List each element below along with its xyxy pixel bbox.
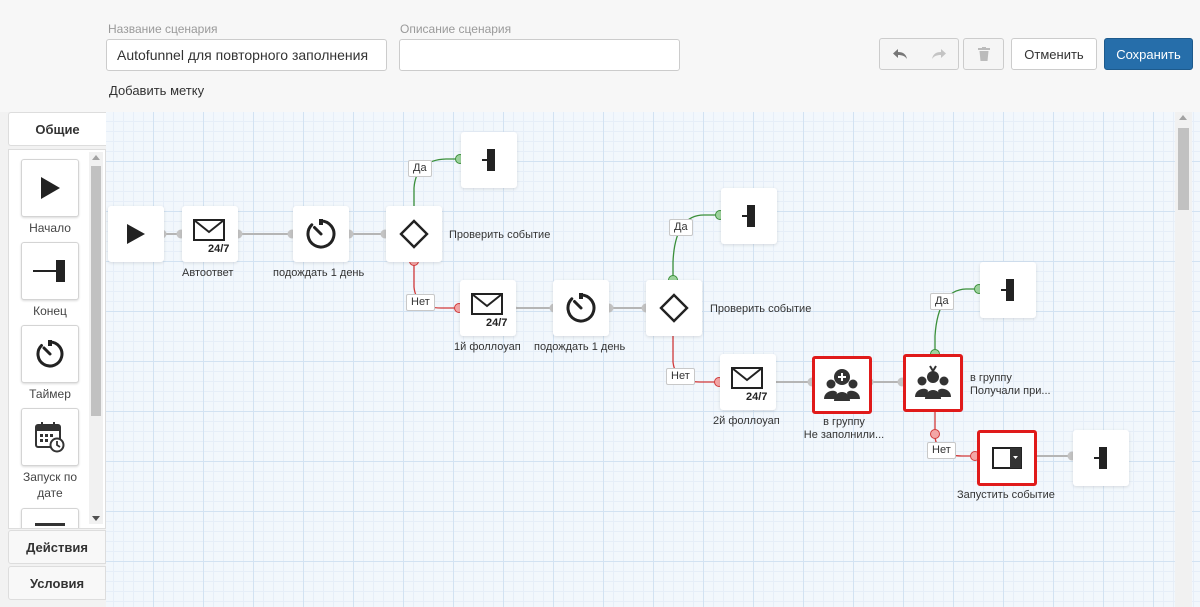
mail-icon (731, 367, 763, 389)
check-event-node-1[interactable] (386, 206, 442, 262)
undo-icon (892, 49, 907, 59)
canvas-scrollbar[interactable] (1175, 112, 1192, 607)
palette-item-next[interactable] (21, 508, 79, 528)
autoresponder-node[interactable]: 24/7 (182, 206, 238, 262)
palette-label-end: Конец (33, 304, 67, 318)
wait-node-2[interactable] (553, 280, 609, 336)
launch-event-label: Запустить событие (957, 489, 1055, 501)
scroll-up-icon[interactable] (92, 155, 100, 160)
end-icon (1094, 447, 1107, 469)
save-button[interactable]: Сохранить (1104, 38, 1193, 70)
scenario-name-input[interactable]: Autofunnel для повторного заполнения (106, 39, 387, 71)
yes-branch-label-3: Да (930, 293, 954, 310)
end-icon (742, 205, 755, 227)
scenario-name-label: Название сценария (108, 22, 218, 36)
end-node-1[interactable] (461, 132, 517, 188)
check-event-node-2[interactable] (646, 280, 702, 336)
end-node-4[interactable] (1073, 430, 1129, 486)
add-to-group-label-line2: Не заполнили... (803, 429, 885, 441)
check-group-node[interactable] (903, 354, 963, 412)
trash-icon (977, 47, 990, 61)
scroll-down-icon[interactable] (92, 516, 100, 521)
end-node-2[interactable] (721, 188, 777, 244)
add-to-group-node[interactable] (812, 356, 872, 414)
followup-node-1[interactable]: 24/7 (460, 280, 516, 336)
tab-general[interactable]: Общие (8, 112, 106, 146)
mail-badge: 24/7 (208, 243, 230, 255)
check-group-label-line1: в группу (970, 372, 1012, 384)
timer-icon (306, 219, 336, 249)
undo-button[interactable] (879, 38, 920, 70)
condition-diamond-icon (659, 293, 689, 323)
autoresponder-label: Автоответ (182, 267, 234, 279)
no-branch-label-1: Нет (406, 294, 435, 311)
wait-label-1: подождать 1 день (273, 267, 365, 279)
launch-event-node[interactable] (977, 430, 1037, 486)
wait-label-2: подождать 1 день (534, 341, 626, 353)
check-event-label-2: Проверить событие (710, 303, 812, 315)
add-to-group-label: в группу Не заполнили... (794, 416, 894, 442)
scenario-header: Название сценария Autofunnel для повторн… (0, 0, 1200, 112)
scenario-description-label: Описание сценария (400, 22, 512, 36)
scroll-thumb[interactable] (91, 166, 101, 416)
scroll-thumb[interactable] (1178, 128, 1189, 210)
no-branch-label-2: Нет (666, 368, 695, 385)
check-group-label: в группу Получали при... (970, 372, 1051, 398)
cancel-button[interactable]: Отменить (1011, 38, 1097, 70)
redo-icon (931, 49, 946, 59)
flow-canvas[interactable]: 24/7 Автоответ подождать 1 день Проверит… (106, 112, 1200, 607)
timer-icon (566, 293, 596, 323)
add-tag-link[interactable]: Добавить метку (109, 83, 205, 98)
calendar-icon (35, 422, 65, 453)
timer-icon (36, 340, 64, 368)
start-node[interactable] (108, 206, 164, 262)
palette-label-start: Начало (29, 221, 71, 235)
partial-icon (35, 523, 65, 526)
wait-node-1[interactable] (293, 206, 349, 262)
delete-button[interactable] (963, 38, 1004, 70)
mail-badge: 24/7 (746, 391, 768, 403)
yes-branch-label-1: Да (408, 160, 432, 177)
flow-connections (157, 154, 1077, 461)
palette-item-end[interactable] (21, 242, 79, 300)
palette-label-date-launch: Запуск по дате (22, 470, 78, 500)
mail-icon (471, 293, 503, 315)
end-icon (482, 149, 495, 171)
followup-label-1: 1й фоллоуап (454, 341, 521, 353)
add-user-group-icon (824, 369, 860, 401)
end-icon (33, 260, 65, 282)
followup-label-2: 2й фоллоуап (713, 415, 780, 427)
launch-event-icon (992, 447, 1022, 469)
mail-icon (193, 219, 225, 241)
palette-label-timer: Таймер (29, 387, 71, 401)
check-event-label-1: Проверить событие (449, 229, 551, 241)
tab-conditions[interactable]: Условия (8, 566, 106, 600)
tab-actions[interactable]: Действия (8, 530, 106, 564)
yes-branch-label-2: Да (669, 219, 693, 236)
scroll-up-icon[interactable] (1179, 115, 1187, 120)
end-node-3[interactable] (980, 262, 1036, 318)
condition-diamond-icon (399, 219, 429, 249)
add-to-group-label-line1: в группу (823, 416, 865, 428)
redo-button[interactable] (919, 38, 959, 70)
palette-item-date-launch[interactable] (21, 408, 79, 466)
check-group-label-line2: Получали при... (970, 385, 1051, 397)
element-palette: Общие Начало Конец Таймер Запуск по дате… (0, 112, 106, 607)
palette-item-start[interactable] (21, 159, 79, 217)
play-icon (41, 177, 60, 199)
end-icon (1001, 279, 1014, 301)
followup-node-2[interactable]: 24/7 (720, 354, 776, 410)
palette-item-timer[interactable] (21, 325, 79, 383)
user-group-check-icon (915, 365, 951, 399)
palette-scrollbar[interactable] (89, 152, 103, 524)
scenario-description-input[interactable] (399, 39, 680, 71)
mail-badge: 24/7 (486, 317, 508, 329)
play-icon (127, 224, 145, 244)
no-branch-label-3: Нет (927, 442, 956, 459)
